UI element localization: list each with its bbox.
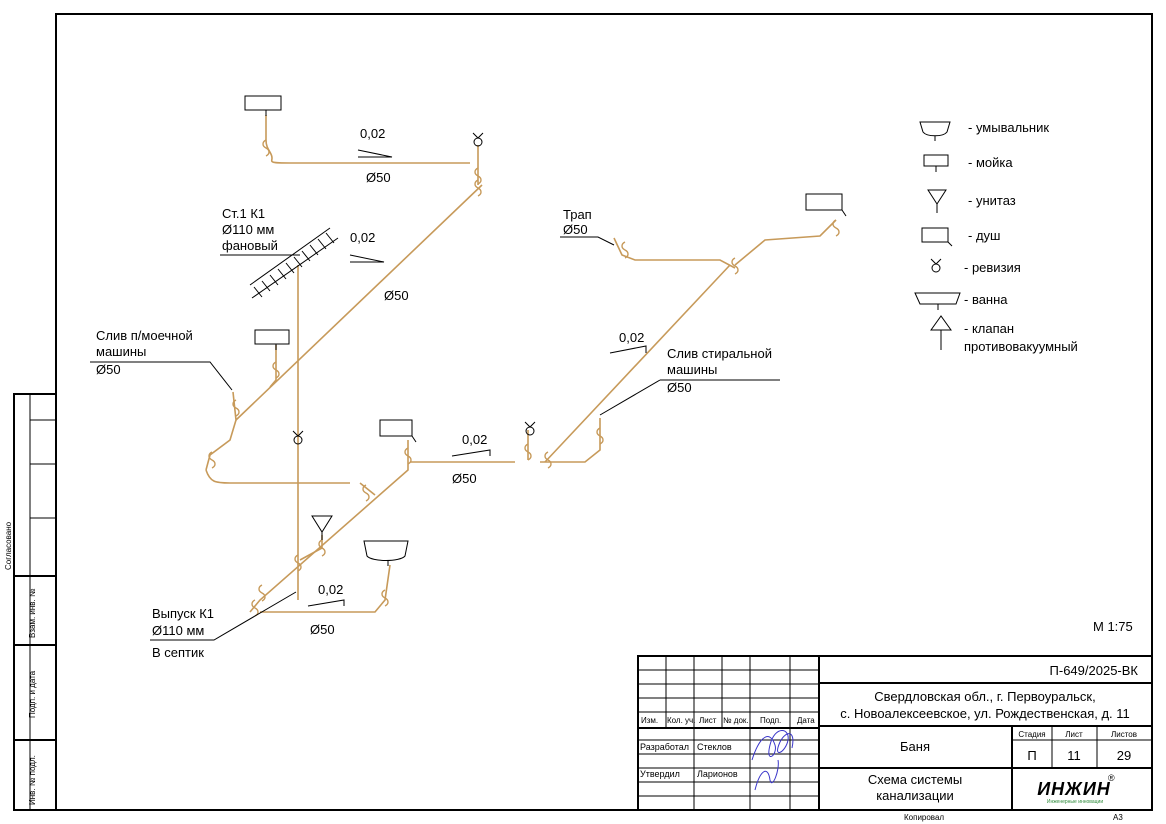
outlet-label: Выпуск К1 xyxy=(152,606,214,621)
logo-registered: ® xyxy=(1108,773,1115,783)
slope-arrow xyxy=(357,149,393,158)
leader-line xyxy=(90,361,233,391)
leader-line xyxy=(150,591,297,641)
side-stamp-label: Инв. № подл. xyxy=(28,755,37,805)
riser-diameter: Ø110 мм xyxy=(222,222,274,237)
toilet-icon xyxy=(927,189,947,213)
diameter-label: Ø50 xyxy=(452,471,477,486)
legend-label: - умывальник xyxy=(968,120,1049,135)
copied-by: Копировал xyxy=(904,813,944,822)
legend-label: противовакуумный xyxy=(964,339,1078,354)
stage-header: Стадия xyxy=(1018,730,1045,739)
slope-label: 0,02 xyxy=(619,330,644,345)
logo-text: ИНЖИН xyxy=(1037,779,1111,799)
slope-label: 0,02 xyxy=(350,230,375,245)
tb-name: Стеклов xyxy=(697,742,732,752)
air-valve-icon xyxy=(930,315,952,350)
slope-arrow xyxy=(609,345,647,354)
stage-header: Листов xyxy=(1111,730,1137,739)
tb-role: Утвердил xyxy=(640,769,680,779)
outlet-diameter: Ø110 мм xyxy=(152,623,204,638)
washbasin-icon xyxy=(919,121,951,141)
shower-icon xyxy=(921,227,953,247)
slope-label: 0,02 xyxy=(462,432,487,447)
sheets-value: 29 xyxy=(1117,748,1131,763)
tb-role: Разработал xyxy=(640,742,689,752)
sewer-network xyxy=(90,95,847,641)
scale-label: М 1:75 xyxy=(1093,619,1133,634)
company-logo: ИНЖИН ® Инженерные инновации xyxy=(1037,773,1115,805)
side-stamp-label: Взам. инв. № xyxy=(28,588,37,638)
leader-line xyxy=(560,236,615,246)
sink-icon xyxy=(923,154,949,172)
slope-label: 0,02 xyxy=(318,582,343,597)
riser-type: фановый xyxy=(222,238,278,253)
dishwasher-label: машины xyxy=(96,344,146,359)
legend-label: - мойка xyxy=(968,155,1013,170)
object-name: Баня xyxy=(900,739,930,754)
tb-col-header: № док. xyxy=(723,716,749,725)
legend-label: - унитаз xyxy=(968,193,1016,208)
slope-arrow xyxy=(451,449,491,457)
signature xyxy=(751,730,794,791)
washer-diameter: Ø50 xyxy=(667,380,692,395)
revision-icon xyxy=(930,258,942,273)
address-line-2: с. Новоалексеевское, ул. Рождественская,… xyxy=(840,706,1130,721)
tb-col-header: Подп. xyxy=(760,716,781,725)
slope-label: 0,02 xyxy=(360,126,385,141)
revision-icon xyxy=(292,430,304,445)
shower-icon xyxy=(379,419,417,443)
side-stamp: Согласовано Взам. инв. № Подп. и дата Ин… xyxy=(4,393,57,811)
side-stamp-label: Согласовано xyxy=(4,521,13,570)
washer-label: Слив стиральной xyxy=(667,346,772,361)
side-stamp-label: Подп. и дата xyxy=(28,670,37,718)
tb-col-header: Изм. xyxy=(641,716,658,725)
document-code: П-649/2025-ВК xyxy=(1050,663,1139,678)
logo-subtitle: Инженерные инновации xyxy=(1047,799,1103,805)
washer-label: машины xyxy=(667,362,717,377)
diameter-label: Ø50 xyxy=(384,288,409,303)
diameter-label: Ø50 xyxy=(310,622,335,637)
toilet-icon xyxy=(311,515,333,540)
bathtub-icon xyxy=(914,292,961,310)
tb-col-header: Кол. уч. xyxy=(667,716,695,725)
tb-col-header: Дата xyxy=(797,716,815,725)
tb-name: Ларионов xyxy=(697,769,738,779)
paper-format: А3 xyxy=(1113,813,1123,822)
revision-icon xyxy=(472,132,484,147)
trap-diameter: Ø50 xyxy=(563,222,588,237)
riser-wall xyxy=(249,227,339,299)
riser-title: Ст.1 К1 xyxy=(222,206,265,221)
revision-icon xyxy=(524,421,536,436)
sheet-title: Схема системы xyxy=(868,772,962,787)
address-line-1: Свердловская обл., г. Первоуральск, xyxy=(874,689,1095,704)
drawing-labels: 0,02 Ø50 Ст.1 К1 Ø110 мм фановый 0,02 Ø5… xyxy=(96,126,1133,660)
slope-arrow xyxy=(307,599,345,607)
title-block: Изм. Кол. уч. Лист № док. Подп. Дата Раз… xyxy=(637,655,1153,822)
legend-label: - клапан xyxy=(964,321,1014,336)
legend: - умывальник - мойка - унитаз - душ - ре… xyxy=(914,120,1078,354)
legend-label: - ревизия xyxy=(964,260,1021,275)
outlet-destination: В септик xyxy=(152,645,204,660)
trap-title: Трап xyxy=(563,207,592,222)
slope-arrow xyxy=(349,254,385,263)
dishwasher-diameter: Ø50 xyxy=(96,362,121,377)
washbasin-icon xyxy=(363,540,409,566)
tb-col-header: Лист xyxy=(699,716,717,725)
stage-value: П xyxy=(1027,748,1036,763)
sink-icon xyxy=(254,329,290,350)
diameter-label: Ø50 xyxy=(366,170,391,185)
sheet-title: канализации xyxy=(876,788,954,803)
dishwasher-label: Слив п/моечной xyxy=(96,328,193,343)
shower-icon xyxy=(805,193,847,217)
sheet-value: 11 xyxy=(1067,748,1081,763)
legend-label: - ванна xyxy=(964,292,1008,307)
stage-header: Лист xyxy=(1065,730,1083,739)
leader-line xyxy=(599,379,780,416)
legend-label: - душ xyxy=(968,228,1000,243)
washbasin-icon xyxy=(244,95,282,116)
